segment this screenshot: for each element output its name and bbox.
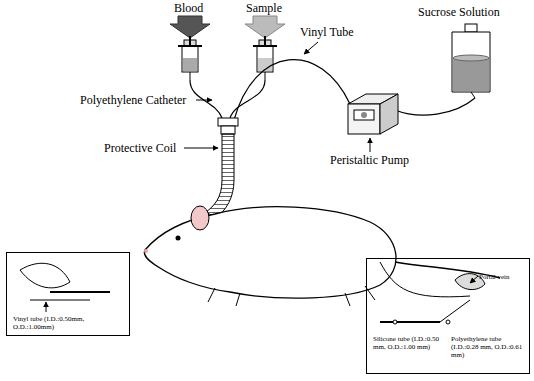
drawing-path <box>380 94 398 134</box>
drawing-line <box>184 148 218 149</box>
part-label: Protective Coil <box>104 142 176 155</box>
part-label: Vinyl Tube <box>300 26 354 39</box>
inset-label: Vinyl tube (I.D.:0.50mm, O.D.:1.00mm) <box>13 315 125 331</box>
drawing-circle <box>361 112 367 118</box>
drawing-line <box>46 302 47 312</box>
drawing-line <box>30 300 90 301</box>
drawing-rect <box>453 58 489 91</box>
drawing-rect <box>465 24 477 32</box>
part-label: Blood <box>174 2 203 15</box>
drawing-path <box>395 98 475 115</box>
drawing-line <box>196 100 212 101</box>
inset-label: Silicone tube (I.D.:0.50 mm, O.D.:1.00 m… <box>373 335 447 351</box>
drawing-ellipse <box>191 206 209 230</box>
peristaltic-pump <box>348 94 398 134</box>
drawing-line <box>190 72 191 80</box>
drawing-path <box>452 32 490 92</box>
drawing-rect <box>182 46 198 72</box>
drawing-line <box>50 291 110 293</box>
part-label: Polyethylene Catheter <box>80 94 186 107</box>
drawing-path <box>208 286 375 306</box>
part-label: Sucrose Solution <box>418 6 500 19</box>
sucrose-bottle <box>452 24 490 98</box>
drawing-rect <box>354 110 374 120</box>
drawing-rect <box>218 118 238 126</box>
leader-lines <box>184 42 370 152</box>
drawing-path <box>144 207 396 298</box>
drawing-line <box>304 42 318 54</box>
drawing-line <box>471 92 475 98</box>
drawing-circle <box>176 236 181 241</box>
drawing-rect <box>348 104 380 134</box>
drawing-line <box>178 45 202 47</box>
drawing-line <box>253 45 277 47</box>
connector <box>206 118 238 218</box>
drawing-path <box>245 16 285 38</box>
blood-syringe <box>170 16 210 80</box>
drawing-rect <box>183 58 197 71</box>
drawing-path <box>234 60 350 120</box>
catheters <box>190 60 475 120</box>
drawing-rect <box>221 126 235 134</box>
drawing-path <box>190 80 222 118</box>
drawing-circle <box>393 320 397 324</box>
drawing-circle <box>144 249 148 253</box>
inset-box: Portal veinSilicone tube (I.D.:0.50 mm, … <box>366 258 530 374</box>
drawing-line <box>370 138 371 152</box>
drawing-line <box>265 72 266 80</box>
inset-label: Polyethylene tube (I.D.:0.28 mm, O.D.:0.… <box>451 335 527 359</box>
drawing-line <box>470 276 478 283</box>
drawing-path <box>206 134 234 218</box>
part-label: Peristaltic Pump <box>330 154 409 167</box>
drawing-rect <box>257 46 273 72</box>
drawing-ellipse <box>453 55 489 61</box>
drawing-line <box>380 321 440 323</box>
inset-box: Vinyl tube (I.D.:0.50mm, O.D.:1.00mm) <box>6 252 130 336</box>
inset-label: Portal vein <box>479 273 527 281</box>
drawing-line <box>440 300 470 322</box>
drawing-path <box>230 80 265 118</box>
rat <box>144 206 500 306</box>
part-label: Sample <box>246 2 282 15</box>
drawing-path <box>170 16 210 38</box>
portal-vein-inset-drawing <box>380 262 485 324</box>
sample-syringe <box>245 16 285 80</box>
head-inset-drawing <box>20 263 110 312</box>
drawing-path <box>20 263 70 288</box>
drawing-circle <box>446 320 450 324</box>
